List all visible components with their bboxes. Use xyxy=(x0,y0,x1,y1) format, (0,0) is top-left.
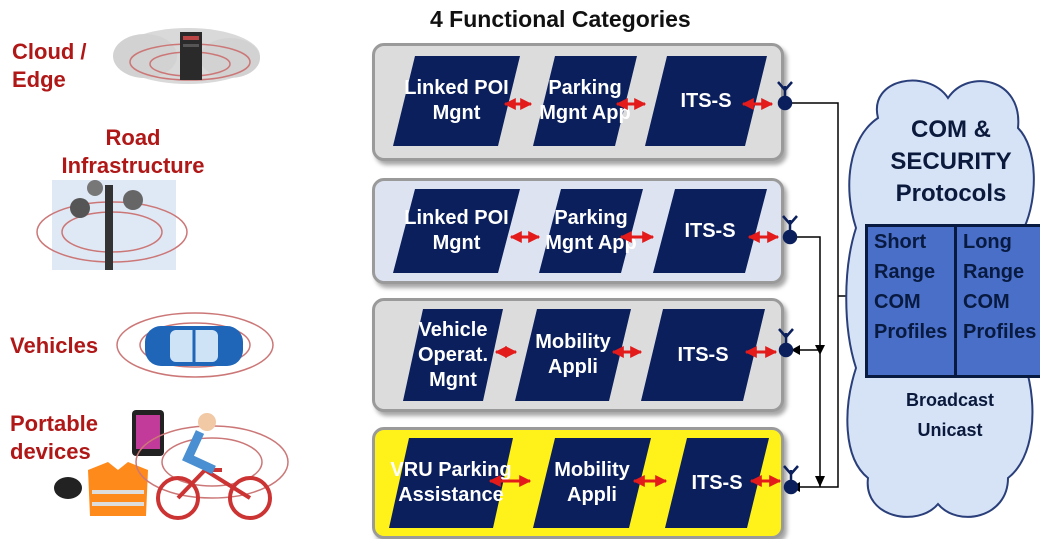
unicast-label: Unicast xyxy=(917,420,983,440)
box-label: ITS-S xyxy=(680,89,732,112)
its-s-box-1: ITS-S xyxy=(645,56,767,146)
box-label: Mobility Appli xyxy=(554,459,630,506)
linked-poi-mgnt-box-1: Linked POI Mgnt xyxy=(393,56,520,146)
box-label: Linked POI Mgnt xyxy=(404,77,509,124)
linked-poi-mgnt-box-2: Linked POI Mgnt xyxy=(393,189,520,273)
box-label: Mobility Appli xyxy=(535,331,611,378)
box-label: Parking Mgnt App xyxy=(539,77,631,124)
cloud-heading: COM & SECURITY Protocols xyxy=(890,116,1012,207)
its-s-box-4: ITS-S xyxy=(665,438,769,528)
antenna-icon xyxy=(777,81,793,111)
vehicles-label: Vehicles xyxy=(10,333,99,358)
long-range-com-profiles-box: Long Range COM Profiles xyxy=(954,224,1040,378)
broadcast-label: Broadcast xyxy=(905,390,995,410)
functional-category-row-3: Vehicle Operat. Mgnt Mobility Appli ITS-… xyxy=(372,298,784,412)
cloud-server-icon xyxy=(113,28,260,84)
mobility-appli-box-4: Mobility Appli xyxy=(533,438,651,528)
its-s-box-2: ITS-S xyxy=(653,189,767,273)
camera-pole-icon xyxy=(36,180,188,270)
portable-devices-icon xyxy=(54,410,289,520)
antenna-icon xyxy=(778,328,794,358)
car-icon xyxy=(116,312,274,378)
connector-row2 xyxy=(790,236,821,487)
portable-devices-label: Portable devices xyxy=(10,411,99,464)
antenna-icon xyxy=(782,215,798,245)
parking-mgnt-app-box-1: Parking Mgnt App xyxy=(533,56,637,146)
box-label: ITS-S xyxy=(684,219,736,242)
red-double-arrows xyxy=(488,98,782,487)
box-label: Parking Mgnt App xyxy=(545,207,637,254)
vehicle-operat-mgnt-box: Vehicle Operat. Mgnt xyxy=(403,309,503,401)
its-s-box-3: ITS-S xyxy=(641,309,765,401)
connector-row1 xyxy=(785,102,839,488)
box-label: VRU Parking Assistance xyxy=(390,459,512,506)
box-label: ITS-S xyxy=(677,343,729,366)
antenna-icons xyxy=(777,81,799,495)
short-range-com-profiles-box: Short Range COM Profiles xyxy=(865,224,965,378)
vru-parking-assistance-box: VRU Parking Assistance xyxy=(389,438,513,528)
road-label-line2: Infrastructure xyxy=(61,153,205,178)
functional-category-row-2: Linked POI Mgnt Parking Mgnt App ITS-S xyxy=(372,178,784,284)
parking-mgnt-app-box-2: Parking Mgnt App xyxy=(539,189,643,273)
box-label: Vehicle Operat. Mgnt xyxy=(417,318,489,391)
road-label-line1: Road xyxy=(105,125,161,150)
diagram-title: 4 Functional Categories xyxy=(430,6,691,32)
road-label: Road Infrastructure xyxy=(48,124,218,180)
box-label: Linked POI Mgnt xyxy=(404,207,509,254)
mobility-appli-box-3: Mobility Appli xyxy=(515,309,631,401)
cloud-edge-label: Cloud / Edge xyxy=(12,39,87,92)
left-illustrations xyxy=(36,28,289,520)
antenna-icon xyxy=(783,465,799,495)
box-label: ITS-S xyxy=(691,471,743,494)
